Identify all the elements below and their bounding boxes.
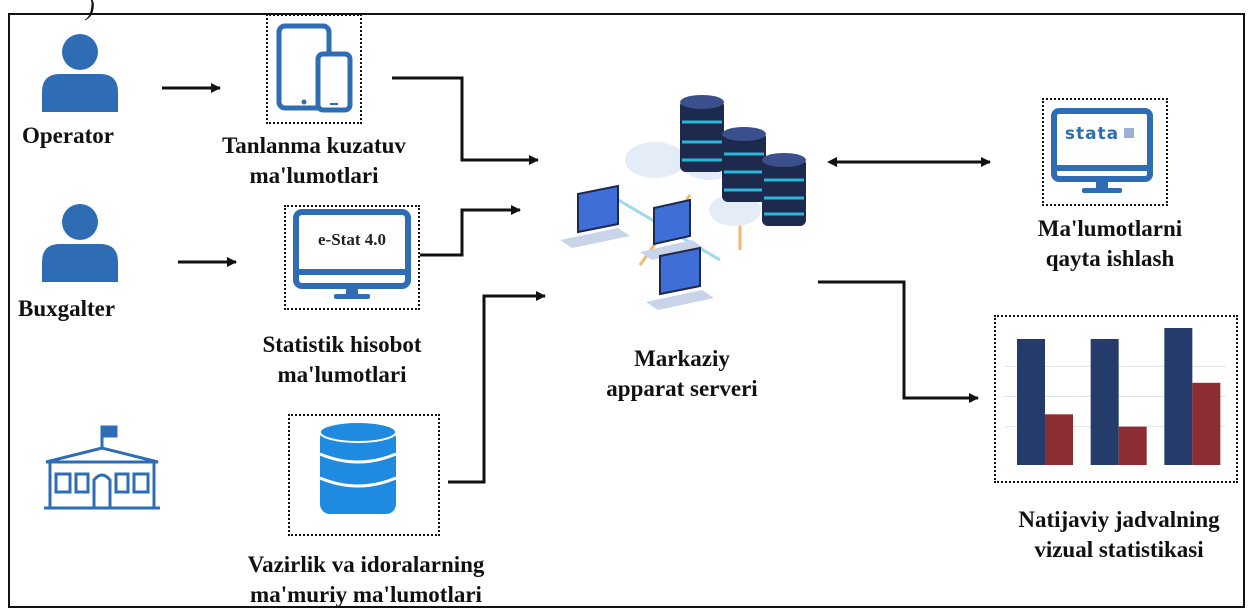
stata-screen-text: stata bbox=[1064, 124, 1120, 144]
vazirlik-label: Vazirlik va idoralarning ma'muriy ma'lum… bbox=[247, 552, 485, 607]
chart-bar bbox=[1045, 414, 1073, 465]
chart-bar bbox=[1017, 338, 1045, 465]
stata-monitor-icon bbox=[1051, 108, 1153, 193]
chart-bar bbox=[1090, 338, 1119, 465]
output-bar-chart bbox=[1005, 328, 1226, 465]
chart-bar bbox=[1164, 328, 1193, 465]
corner-text: ) bbox=[86, 0, 95, 21]
database-icon bbox=[319, 421, 397, 514]
laptop-1 bbox=[560, 184, 630, 248]
statistik-to-server-arrow bbox=[420, 205, 521, 257]
laptop-3 bbox=[646, 246, 714, 310]
server-stack-2 bbox=[722, 127, 766, 202]
tanlanma-label: Tanlanma kuzatuv ma'lumotlari bbox=[222, 133, 406, 188]
output-label: Natijaviy jadvalning vizual statistikasi bbox=[1018, 507, 1220, 562]
chart-box bbox=[994, 315, 1238, 483]
statistik-label: Statistik hisobot ma'lumotlari bbox=[262, 332, 422, 387]
processing-label: Ma'lumotlarni qayta ishlash bbox=[1037, 216, 1183, 271]
tablet-phone-icon bbox=[276, 23, 353, 113]
estat-box bbox=[284, 205, 420, 310]
buxgalter-person-icon bbox=[42, 204, 118, 282]
vazirlik-to-server-arrow bbox=[448, 291, 546, 484]
diagram-frame bbox=[8, 13, 1245, 608]
central-server-illustration bbox=[560, 95, 806, 310]
chart-bar bbox=[1118, 426, 1147, 465]
buxgalter-label: Buxgalter bbox=[18, 296, 116, 321]
laptop-2 bbox=[640, 198, 704, 260]
estat-monitor-icon bbox=[293, 209, 411, 299]
tanlanma-to-server-arrow bbox=[392, 76, 539, 165]
ministry-building-icon bbox=[44, 425, 160, 510]
server-to-output-arrow bbox=[818, 280, 979, 403]
operator-label: Operator bbox=[22, 123, 114, 148]
server-label: Markaziy apparat serveri bbox=[606, 346, 758, 401]
operator-person-icon bbox=[42, 34, 118, 112]
vazirlik-box bbox=[288, 414, 440, 536]
server-stack-1 bbox=[680, 95, 724, 172]
tanlanma-box bbox=[266, 14, 362, 124]
estat-screen-text: e-Stat 4.0 bbox=[318, 230, 386, 249]
stata-box bbox=[1042, 98, 1168, 206]
server-stack-3 bbox=[762, 153, 806, 226]
chart-bar bbox=[1192, 382, 1221, 465]
